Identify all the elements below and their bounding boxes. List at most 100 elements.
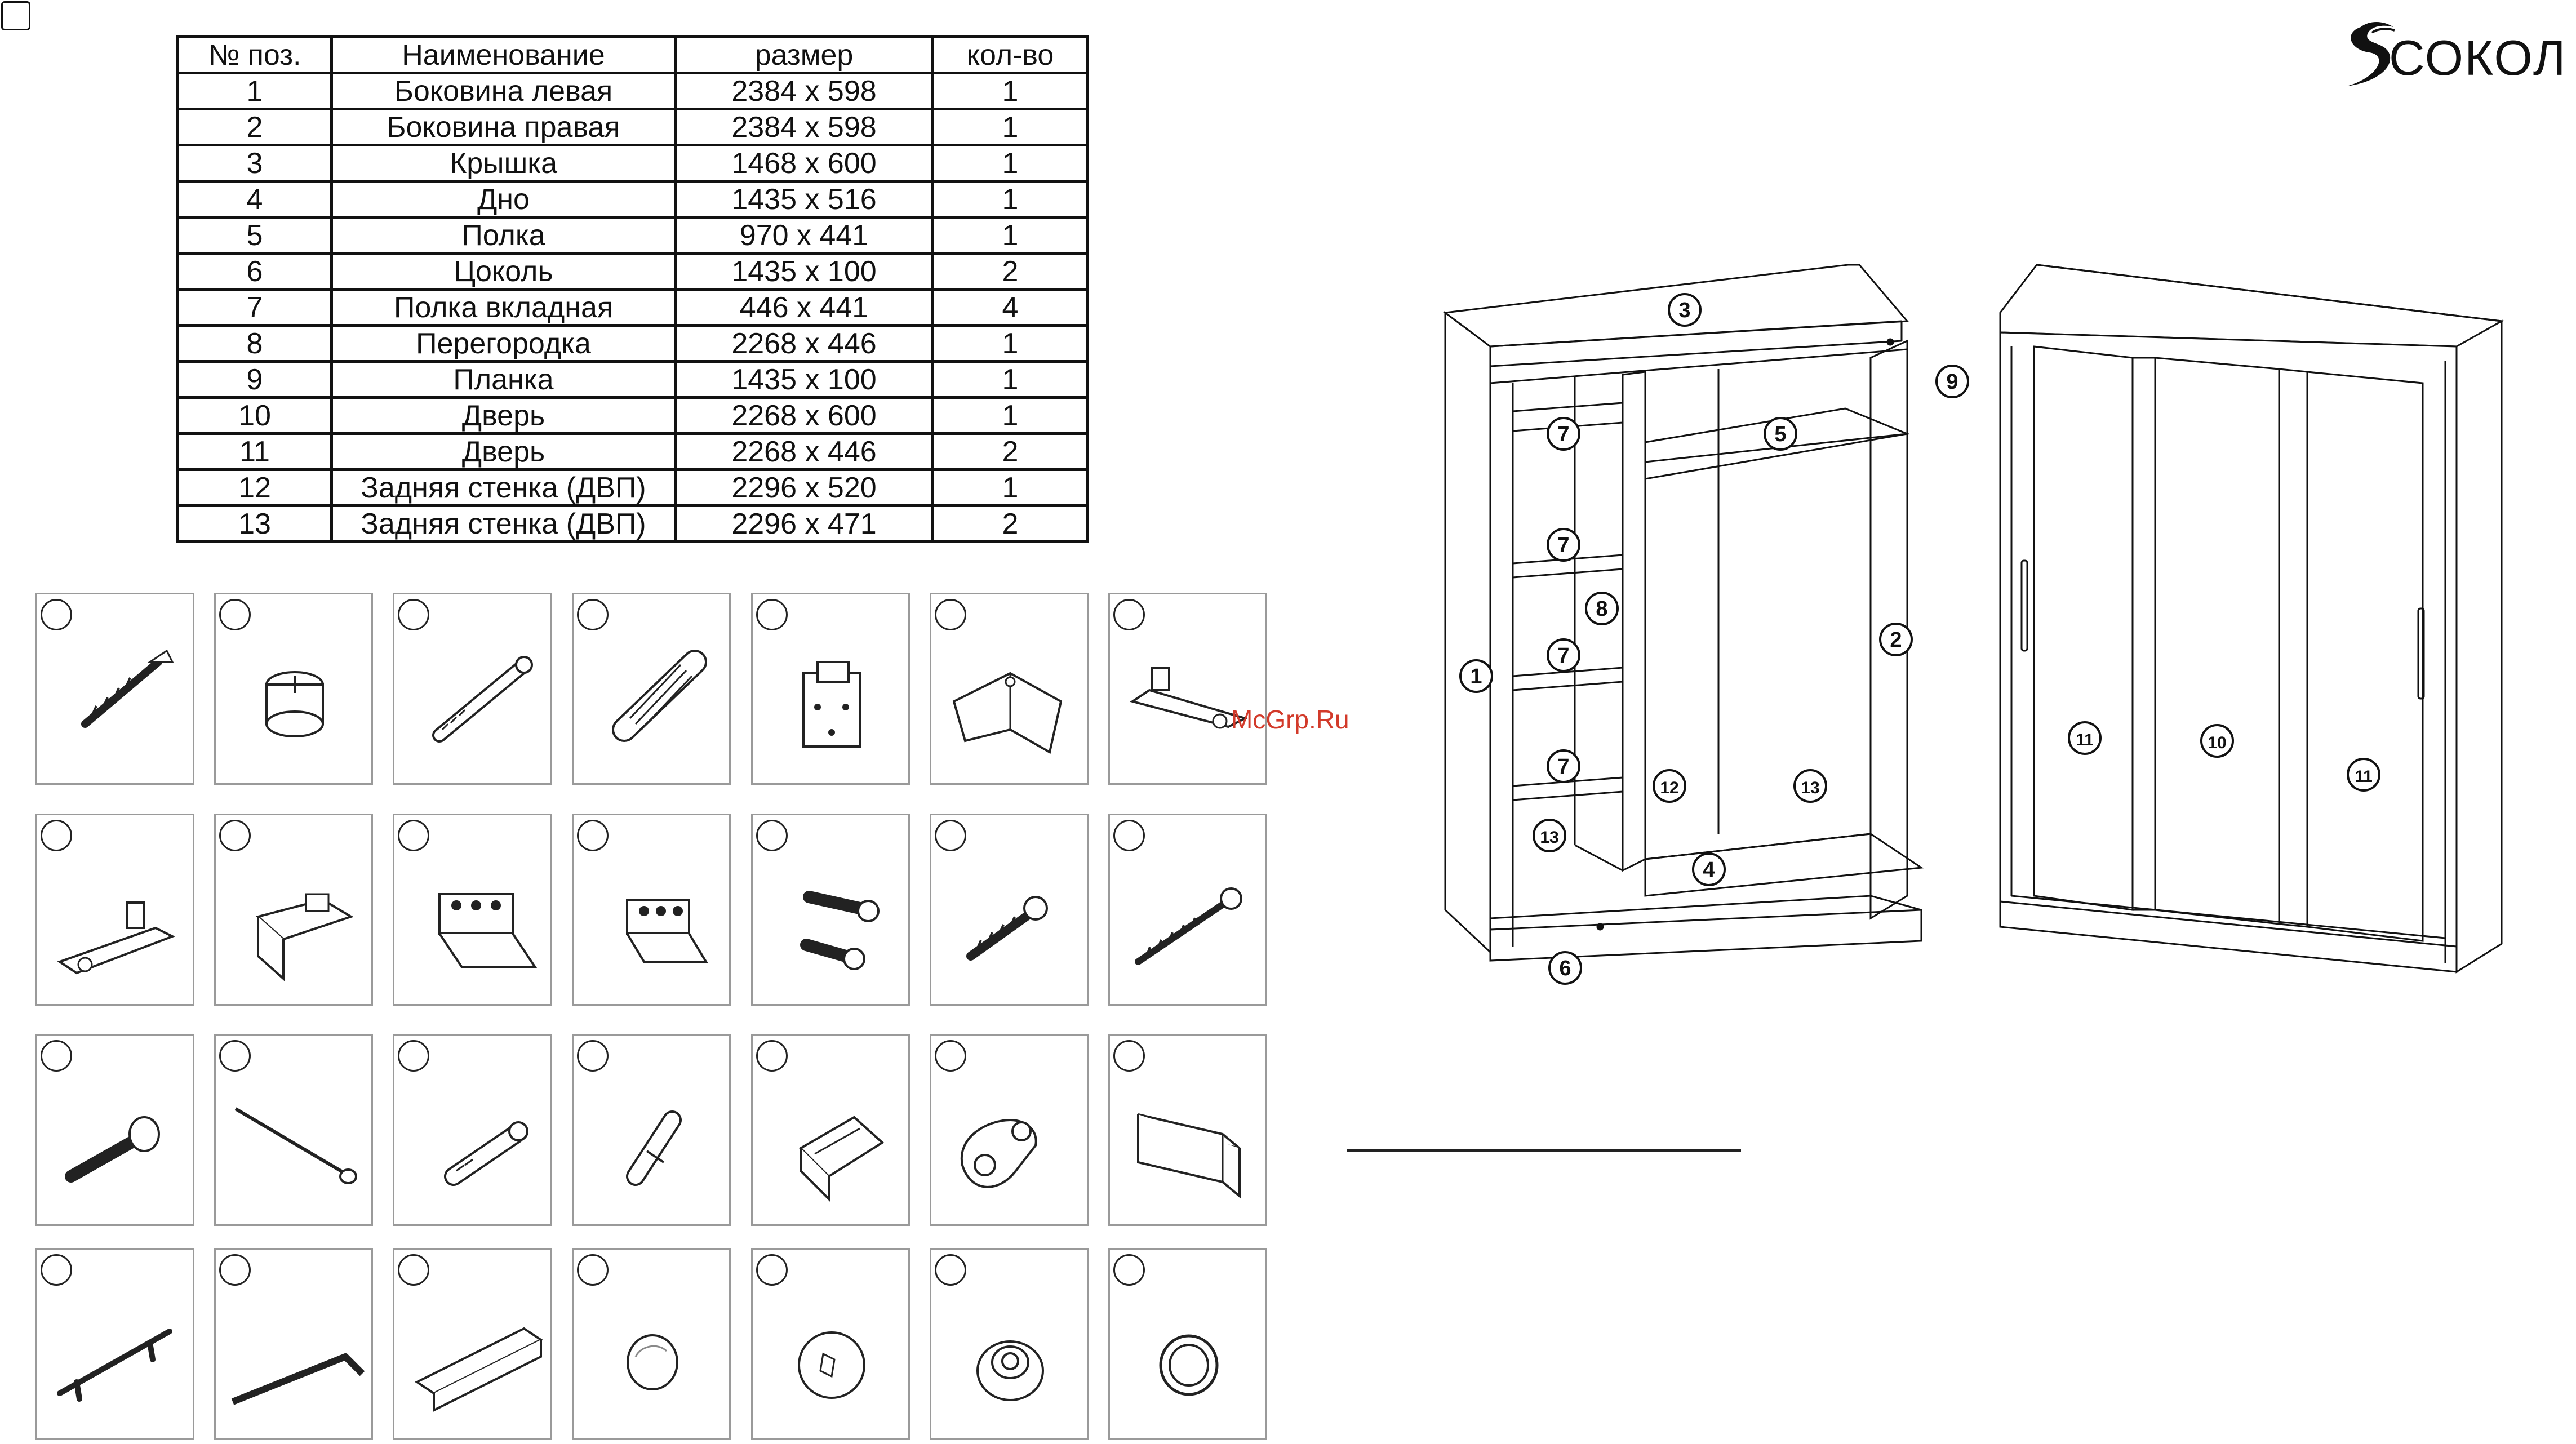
quantity-circle [935,1254,966,1286]
quantity-circle [41,820,72,851]
cell-size: 1435 x 516 [674,180,934,219]
callout-number: 13 [1801,779,1819,797]
closed-wardrobe [1999,264,2504,974]
wooden-dowel-icon [612,650,707,742]
cell-quantity: 1 [931,72,1089,110]
part-callout: 6 [1548,951,1582,985]
callout-circle [2347,758,2380,792]
hardware-item [1108,1034,1267,1226]
cell-size: 1468 x 600 [674,144,934,183]
part-callout: 4 [1692,852,1726,886]
hardware-item [1108,593,1267,785]
callout-circle [1692,852,1726,886]
hardware-item [751,593,910,785]
cell-quantity: 1 [931,468,1089,507]
header-quantity: кол-во [931,35,1089,74]
callout-circle [2068,721,2102,755]
cell-position: 8 [176,324,333,363]
part-callout: 7 [1547,417,1580,451]
clip-bracket-icon [255,893,354,981]
quantity-circle [577,599,609,630]
cell-position: 2 [176,108,333,146]
callout-circle [2200,724,2234,758]
part-callout: 1 [1459,659,1493,693]
quantity-circle [219,1254,251,1286]
part-callout: 12 [1653,769,1686,803]
quantity-circle [41,1254,72,1286]
cell-position: 10 [176,396,333,435]
quantity-circle [756,1254,788,1286]
hardware-item [35,593,194,785]
part-callout: 9 [1935,365,1969,398]
part-callout: 7 [1547,528,1580,562]
cell-position: 4 [176,180,333,219]
quantity-circle [1113,1040,1145,1072]
callout-number: 5 [1774,423,1786,446]
cell-name: Задняя стенка (ДВП) [330,504,677,543]
callout-number: 4 [1703,858,1715,882]
callout-circle [1459,659,1493,693]
cell-name: Планка [330,360,677,399]
cell-quantity: 1 [931,324,1089,363]
shelf-pin-icon [626,1110,682,1186]
callout-number: 7 [1557,644,1569,668]
hardware-item [930,814,1089,1006]
part-callout: 5 [1764,417,1797,451]
eccentric-cam-icon [265,671,324,737]
cell-name: Полка вкладная [330,288,677,327]
hardware-item [572,1034,731,1226]
part-callout: 3 [1668,293,1702,327]
cell-size: 2384 x 598 [674,72,934,110]
cell-name: Боковина левая [330,72,677,110]
callout-circle [1668,293,1702,327]
cell-quantity: 1 [931,360,1089,399]
hardware-item [572,1248,731,1440]
quantity-circle [577,820,609,851]
top-track-stop-icon [798,1116,885,1202]
quantity-circle [756,599,788,630]
cell-quantity: 2 [931,252,1089,291]
cell-position: 11 [176,432,333,471]
long-wood-screw-icon [1135,887,1242,965]
cell-name: Перегородка [330,324,677,363]
corner-checkbox [1,1,30,30]
cell-quantity: 1 [931,216,1089,255]
part-callout: 7 [1547,638,1580,672]
cell-name: Дверь [330,432,677,471]
cell-quantity: 1 [931,108,1089,146]
callout-number: 7 [1557,423,1569,446]
door-stop-icon [960,1118,1037,1188]
quantity-circle [935,820,966,851]
guide-profile-icon [415,1327,543,1412]
callout-number: 8 [1596,597,1607,621]
hardware-item [214,814,373,1006]
callout-circle [1764,417,1797,451]
cell-position: 13 [176,504,333,543]
header-size: размер [674,35,934,74]
cell-quantity: 1 [931,144,1089,183]
cell-size: 1435 x 100 [674,360,934,399]
rubber-ring-icon [1159,1334,1219,1396]
nail-icon [234,1107,357,1184]
part-callout: 11 [2068,721,2102,755]
brand-logo-text: СОКОЛ [2389,30,2567,86]
callout-number: 11 [2076,731,2094,749]
callout-number: 7 [1557,534,1569,557]
cell-name: Дверь [330,396,677,435]
part-callout: 10 [2200,724,2234,758]
cell-name: Полка [330,216,677,255]
cell-position: 7 [176,288,333,327]
cell-quantity: 2 [931,504,1089,543]
cell-name: Крышка [330,144,677,183]
hardware-item [393,814,552,1006]
header-name: Наименование [330,35,677,74]
part-callout: 7 [1547,749,1580,783]
part-callout: 13 [1793,769,1827,803]
quantity-circle [41,1040,72,1072]
cap-plug-icon [627,1334,678,1390]
